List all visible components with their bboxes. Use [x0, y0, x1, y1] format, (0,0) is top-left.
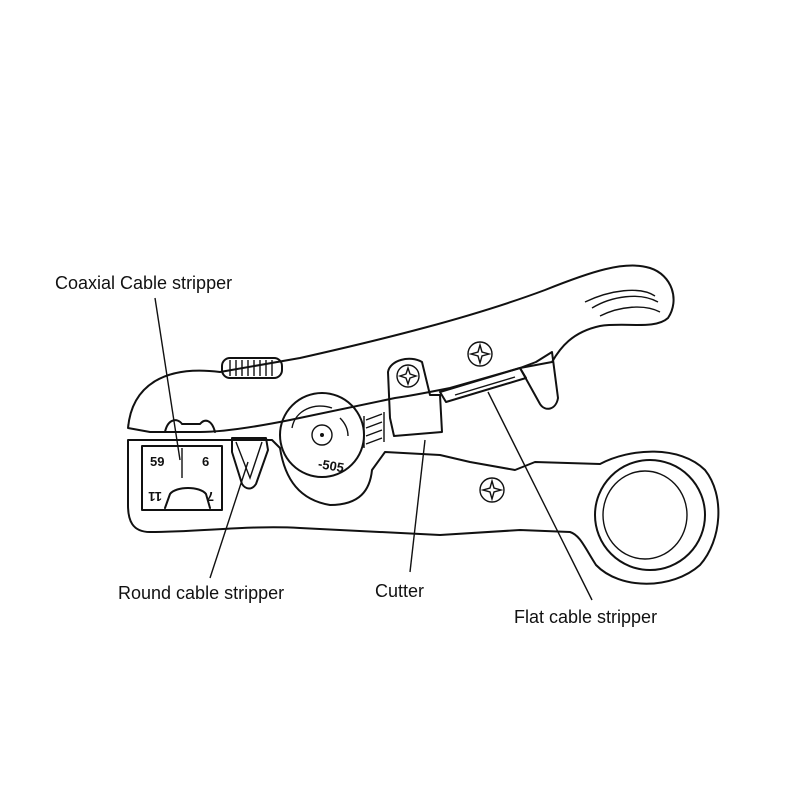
- marking-11: 11: [148, 489, 162, 504]
- leader-cutter: [409, 439, 426, 573]
- marking-6: 6: [202, 454, 209, 469]
- cutter-hub: [311, 424, 333, 446]
- flat-stripper-edge: [454, 376, 516, 396]
- top-screw: [467, 341, 493, 367]
- leader-round: [209, 461, 249, 579]
- handle-prong: [519, 351, 559, 410]
- leader-flat: [487, 391, 593, 601]
- wheel-knurling: [229, 360, 273, 376]
- label-round-cable-stripper: Round cable stripper: [118, 583, 284, 603]
- marking-505: -505: [317, 456, 345, 475]
- label-cutter: Cutter: [375, 581, 424, 601]
- cutter-arc: [291, 405, 349, 437]
- coaxial-notch: [164, 419, 216, 433]
- spring: [363, 412, 385, 448]
- upper-handle: [127, 264, 675, 433]
- marking-59: 59: [150, 454, 164, 469]
- blade-holder-screw-star: [397, 365, 419, 387]
- lower-screw-star: [480, 478, 504, 502]
- coaxial-insert: [141, 445, 223, 511]
- handle-grip-slot: [584, 289, 661, 317]
- cutter-hub-dot: [320, 433, 324, 437]
- leader-coaxial: [154, 297, 181, 461]
- finger-ring-inner: [602, 470, 688, 560]
- flat-stripper-slot: [439, 367, 527, 403]
- round-stripper-v: [235, 441, 263, 481]
- lower-jaw-body: [127, 439, 720, 585]
- label-flat-cable-stripper: Flat cable stripper: [514, 607, 657, 627]
- adjustment-wheel: [221, 357, 283, 379]
- label-coaxial-cable-stripper: Coaxial Cable stripper: [55, 273, 232, 293]
- marking-7: 7: [207, 489, 214, 504]
- blade-holder-screw: [396, 364, 420, 388]
- round-stripper-blade: [231, 437, 269, 490]
- finger-ring-hole: [594, 459, 706, 571]
- blade-holder-plate: [387, 357, 443, 437]
- lower-screw: [479, 477, 505, 503]
- coaxial-insert-pocket: [164, 487, 211, 509]
- top-screw-star: [468, 342, 492, 366]
